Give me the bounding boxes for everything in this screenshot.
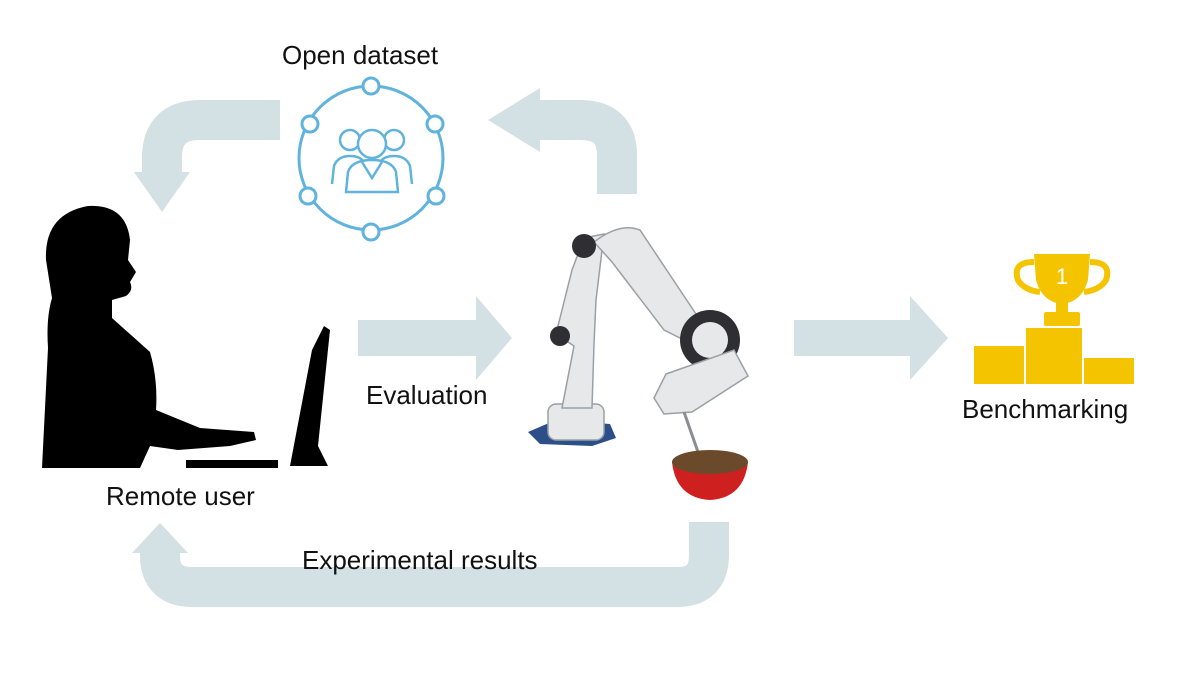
arrow-benchmarking (794, 296, 948, 380)
experimental-results-label: Experimental results (302, 545, 538, 575)
podium-icon (974, 328, 1134, 384)
trophy-icon: 1 (1013, 254, 1111, 326)
remote-user-label: Remote user (106, 481, 255, 511)
user-group-icon (330, 128, 414, 194)
benchmarking-label: Benchmarking (962, 394, 1129, 424)
dataset-network-icon (297, 76, 446, 242)
arrow-experimental-results (132, 522, 729, 607)
person-at-computer-icon (42, 205, 330, 469)
evaluation-label: Evaluation (366, 380, 488, 410)
robot-arm-icon (528, 227, 749, 500)
arrow-dataset-to-user (134, 100, 280, 212)
arrow-evaluation (358, 296, 512, 380)
open-dataset-label: Open dataset (282, 40, 439, 70)
bowl-icon (672, 450, 748, 500)
arrow-robot-to-dataset (488, 88, 637, 194)
trophy-rank-number: 1 (1056, 264, 1068, 289)
